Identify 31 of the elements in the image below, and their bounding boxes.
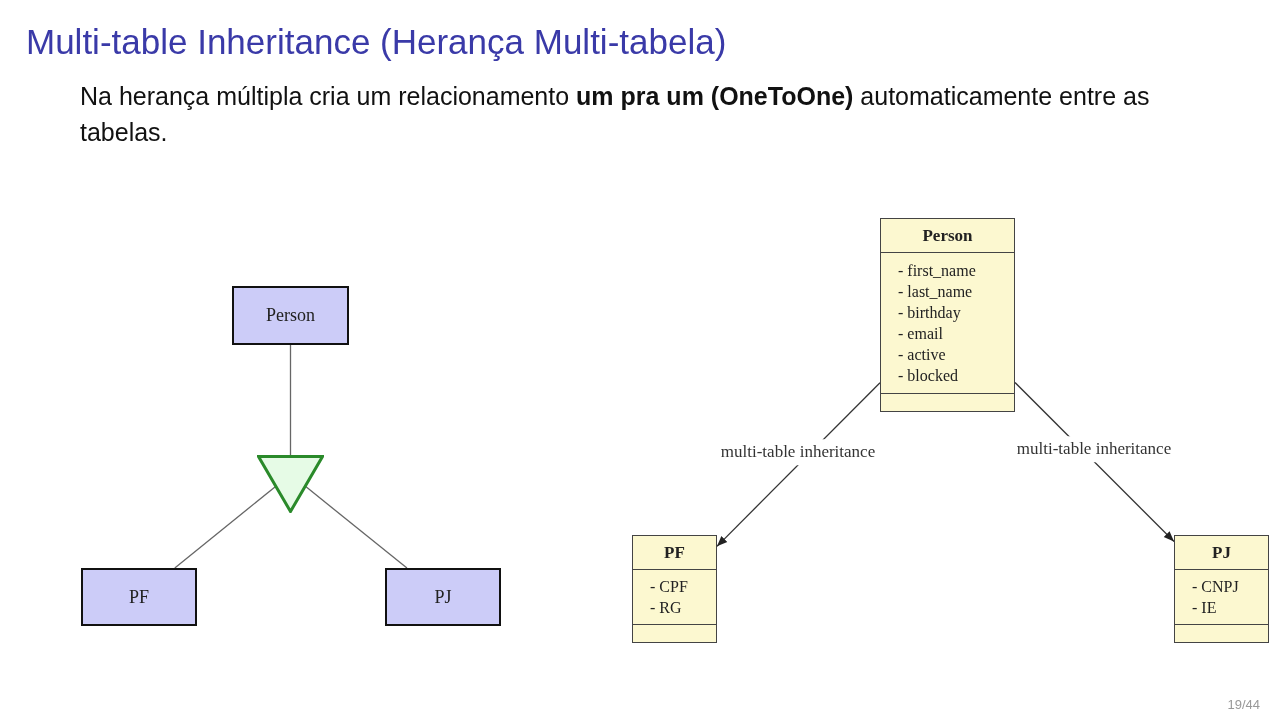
class-name: PF — [664, 541, 685, 564]
class-box — [880, 218, 1015, 412]
attribute-text: - RG — [650, 598, 683, 618]
attribute-text: - blocked — [898, 366, 959, 386]
connector-line — [174, 486, 276, 569]
attribute-text: - CPF — [650, 577, 689, 597]
page-number: 19/44 — [1227, 695, 1260, 714]
entity-name: Person — [266, 304, 315, 327]
attribute-text: - email — [898, 324, 944, 344]
attribute-text: - last_name — [898, 282, 974, 302]
entity-box — [81, 568, 197, 626]
attribute-text: - CNPJ — [1192, 577, 1240, 597]
slide-paragraph: Na herança múltipla cria um relacionamento um pra um (OneToOne) automaticamente entre as tabelas. — [80, 81, 1151, 149]
connector-line — [289, 344, 292, 456]
edge-label: multi-table inheritance — [718, 439, 878, 465]
attribute-text: - active — [898, 345, 947, 365]
entity-name: PJ — [434, 585, 452, 609]
attribute-text: - IE — [1192, 598, 1218, 618]
class-name: PJ — [1212, 541, 1231, 564]
entity-box — [385, 568, 501, 626]
inheritance-triangle — [257, 455, 324, 513]
entity-box — [232, 286, 349, 345]
edge-label: multi-table inheritance — [1014, 436, 1174, 462]
class-box — [632, 535, 717, 643]
class-box — [1174, 535, 1269, 643]
entity-name: PF — [129, 585, 149, 609]
class-name: Person — [922, 224, 973, 247]
slide-title: Multi-table Inheritance (Herança Multi-tabela) — [26, 21, 727, 63]
attribute-text: - birthday — [898, 303, 962, 323]
connector-line — [305, 485, 408, 569]
attribute-text: - first_name — [898, 261, 977, 281]
